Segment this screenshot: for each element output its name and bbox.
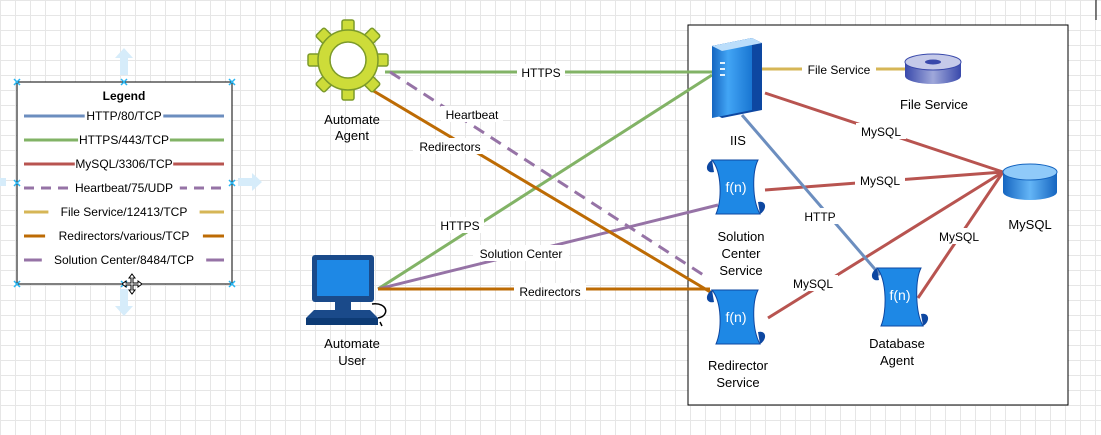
automate-agent-node[interactable]: Automate Agent	[307, 19, 389, 143]
legend-item-label: Heartbeat/75/UDP	[75, 181, 173, 195]
solution-center-label-line1: Solution	[718, 229, 765, 244]
automate-user-node[interactable]: Automate User	[306, 255, 387, 368]
server-icon	[712, 38, 762, 118]
legend-title: Legend	[103, 89, 146, 103]
database-agent-label-line2: Agent	[880, 353, 914, 368]
legend-label-background	[68, 180, 180, 196]
mysql-label: MySQL	[1008, 217, 1051, 232]
automate-agent-label-line1: Automate	[324, 112, 380, 127]
function-scroll-icon: f(n)	[706, 159, 766, 215]
legend-label-background	[45, 228, 203, 244]
edge-label-agent-redirectors: Redirectors	[419, 140, 480, 154]
computer-icon	[306, 255, 387, 327]
redirector-label-line2: Service	[716, 375, 759, 390]
database-agent-label-line1: Database	[869, 336, 925, 351]
function-scroll-icon: f(n)	[871, 267, 929, 327]
legend-item-label: MySQL/3306/TCP	[75, 157, 172, 171]
edge-label-http: HTTP	[804, 210, 835, 224]
automate-user-label-line2: User	[338, 353, 366, 368]
gear-icon	[307, 19, 389, 101]
legend-rows: HTTP/80/TCP HTTPS/443/TCP MySQL/3306/TCP He…	[24, 108, 224, 268]
edge-iis-dbagent-http[interactable]	[740, 114, 882, 276]
edge-label-file-service: File Service	[808, 63, 871, 77]
solution-center-node[interactable]: f(n) Solution Center Service	[706, 159, 766, 278]
edge-label-iis-mysql: MySQL	[861, 125, 901, 139]
edge-label-solution-center: Solution Center	[480, 247, 563, 261]
disk-icon	[904, 53, 962, 84]
edge-agent-redirector[interactable]	[371, 88, 713, 295]
edge-labels: HTTPS Heartbeat Redirectors HTTPS Soluti…	[413, 61, 984, 299]
mysql-node[interactable]: MySQL	[1002, 163, 1058, 232]
legend-label-background	[78, 132, 170, 148]
legend-item-label: Solution Center/8484/TCP	[54, 253, 194, 267]
iis-node[interactable]: IIS	[712, 38, 762, 148]
redirector-label-line1: Redirector	[708, 358, 769, 373]
selection-arrows[interactable]	[0, 48, 262, 316]
edge-label-redirector-mysql: MySQL	[793, 277, 833, 291]
legend-item-label: HTTP/80/TCP	[86, 109, 161, 123]
database-agent-fn-text: f(n)	[890, 287, 911, 303]
edge-redirector-mysql[interactable]	[767, 170, 1004, 320]
edge-label-agent-https: HTTPS	[521, 66, 560, 80]
legend-label-background	[74, 156, 174, 172]
redirector-fn-text: f(n)	[726, 309, 747, 325]
solution-center-label-line2: Center	[721, 246, 761, 261]
iis-label: IIS	[730, 133, 746, 148]
solution-center-label-line3: Service	[719, 263, 762, 278]
database-agent-node[interactable]: f(n) Database Agent	[869, 267, 929, 368]
solution-center-fn-text: f(n)	[726, 179, 747, 195]
legend-label-background	[48, 204, 200, 220]
file-service-label: File Service	[900, 97, 968, 112]
legend-item-label: Redirectors/various/TCP	[59, 229, 190, 243]
database-icon	[1002, 163, 1058, 200]
legend-label-background	[84, 108, 164, 124]
legend[interactable]: Legend HTTP/80/TCP HTTPS/443/TCP MySQL/330…	[0, 48, 262, 316]
file-service-node[interactable]: File Service	[900, 53, 968, 112]
legend-label-background	[41, 252, 207, 268]
edge-label-dbagent-mysql: MySQL	[939, 230, 979, 244]
edge-label-user-https: HTTPS	[440, 219, 479, 233]
edge-user-iis-https[interactable]	[377, 73, 713, 291]
edge-label-user-redirectors: Redirectors	[519, 285, 580, 299]
automate-user-label-line1: Automate	[324, 336, 380, 351]
function-scroll-icon: f(n)	[706, 289, 766, 345]
automate-agent-label-line2: Agent	[335, 128, 369, 143]
move-cursor-icon	[121, 273, 143, 295]
legend-item-label: File Service/12413/TCP	[61, 205, 188, 219]
edge-label-solution-mysql: MySQL	[860, 174, 900, 188]
edge-label-heartbeat: Heartbeat	[446, 108, 499, 122]
redirector-service-node[interactable]: f(n) Redirector Service	[706, 289, 769, 390]
selection-handles[interactable]	[13, 78, 236, 288]
legend-item-label: HTTPS/443/TCP	[79, 133, 169, 147]
